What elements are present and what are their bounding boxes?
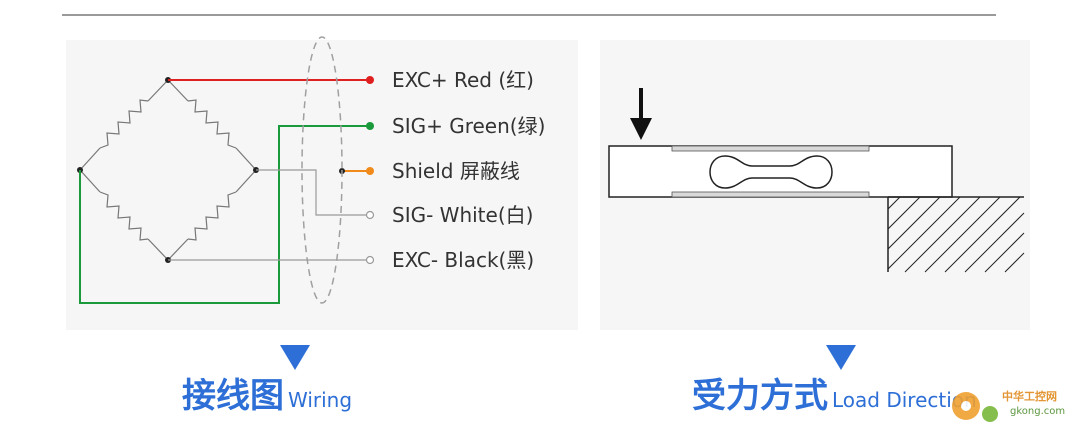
support-hatching (887, 196, 1025, 273)
small-gear-icon (982, 406, 998, 422)
label-exc-minus: EXC- Black(黑) (392, 248, 534, 272)
wiring-panel (66, 40, 578, 330)
gear-icon-center (961, 401, 971, 411)
bridge-arm-bottom-left-tail (147, 238, 169, 261)
bridge-arm-top-left-tail (79, 147, 101, 171)
load-triangle-icon (826, 345, 856, 370)
bridge-arm-bottom-right-tail (167, 238, 189, 261)
wiring-caption-cn: 接线图 (182, 376, 284, 416)
bridge-arm-top-right-tail (235, 147, 257, 171)
label-exc-plus: EXC+ Red (红) (392, 68, 534, 92)
bridge-arm-top-right (167, 79, 189, 102)
strain-band-bottom (671, 191, 870, 198)
dumbbell-cutout (709, 155, 833, 189)
resistor-top-left (99, 99, 149, 149)
strain-band-top (671, 145, 870, 152)
wire-sig-minus (256, 169, 370, 216)
terminal-exc-plus (366, 76, 374, 84)
label-sig-minus: SIG- White(白) (392, 203, 533, 227)
resistor-top-right (187, 99, 237, 149)
resistor-bottom-left (99, 191, 149, 241)
load-caption-cn: 受力方式 (692, 376, 828, 416)
label-sig-plus: SIG+ Green(绿) (392, 114, 545, 138)
label-shield: Shield 屏蔽线 (392, 159, 520, 183)
wiring-caption-en: Wiring (288, 388, 352, 412)
bridge-arm-bottom-left (79, 169, 101, 193)
down-arrow-icon (630, 118, 652, 140)
wiring-triangle-icon (280, 345, 310, 370)
bridge-arm-bottom-right (235, 169, 257, 193)
watermark-cn: 中华工控网 (1002, 389, 1057, 403)
terminal-shield (366, 167, 374, 175)
bridge-arm-top-left (147, 79, 169, 102)
watermark-en: gkong.com (1010, 406, 1065, 417)
resistor-bottom-right (187, 191, 237, 241)
load-cell-diagram (608, 88, 1025, 273)
terminal-sig-minus (365, 210, 375, 220)
bridge-diagram (79, 79, 257, 261)
cable-shield-ellipse (301, 36, 343, 304)
watermark: 中华工控网 gkong.com (952, 389, 1065, 422)
terminal-sig-plus (366, 122, 374, 130)
terminal-exc-minus (365, 255, 375, 265)
wire-sig-plus (79, 125, 370, 304)
